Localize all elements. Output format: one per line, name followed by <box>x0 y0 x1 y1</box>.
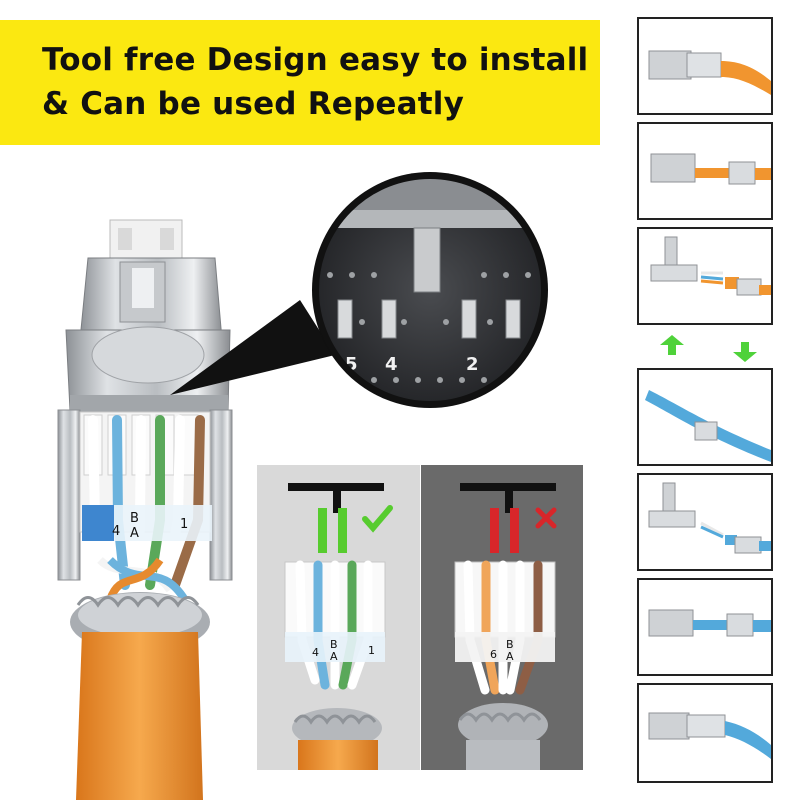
right-label-6: 6 <box>490 648 497 661</box>
cross-icon <box>535 507 557 529</box>
left-label-4: 4 <box>312 646 319 659</box>
step-thumbnail-2 <box>637 122 773 220</box>
left-label-a: A <box>330 650 338 663</box>
right-label-b: B <box>506 638 514 651</box>
step-thumbnail-3 <box>637 227 773 325</box>
plug-label-4: 4 <box>112 524 120 539</box>
right-label-a: A <box>506 650 514 663</box>
step-thumbnail-5 <box>637 473 773 571</box>
banner-title-line-1: Tool free Design easy to install <box>42 42 589 78</box>
zoom-number-2: 2 <box>466 354 479 375</box>
plug-label-a: A <box>130 526 139 541</box>
zoom-number-4: 4 <box>385 354 398 375</box>
arrow-up-icon <box>660 335 684 355</box>
banner-title-line-2: & Can be used Repeatly <box>42 86 464 122</box>
step-thumbnail-6 <box>637 578 773 676</box>
arrow-down-icon <box>733 342 757 362</box>
left-label-b: B <box>330 638 338 651</box>
plug-label-1: 1 <box>180 517 188 532</box>
plug-label-b: B <box>130 511 139 526</box>
step-thumbnail-7 <box>637 683 773 783</box>
title-banner: Tool free Design easy to install & Can b… <box>0 20 600 145</box>
left-label-1: 1 <box>368 644 375 657</box>
check-icon <box>362 505 393 533</box>
step-thumbnail-4 <box>637 368 773 466</box>
step-thumbnail-1 <box>637 17 773 115</box>
